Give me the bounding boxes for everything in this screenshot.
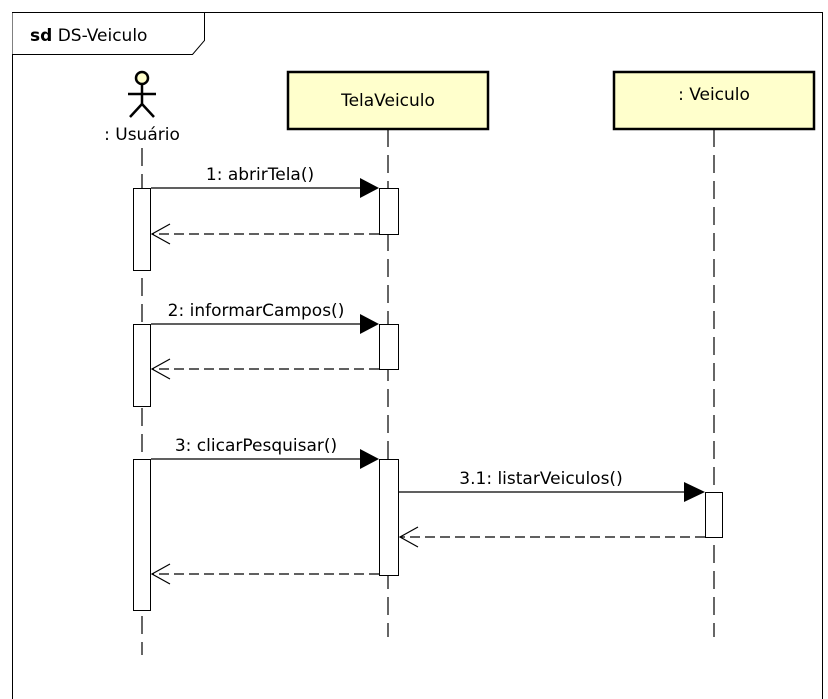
return-arrowhead-3: [150, 563, 171, 585]
message-label-3: 3: clicarPesquisar(): [175, 436, 337, 456]
activation-usuario-3: [133, 459, 151, 611]
object-label-telaveiculo: TelaVeiculo: [340, 91, 435, 111]
object-box-telaveiculo: [286, 70, 490, 131]
activation-telaveiculo-1: [379, 188, 399, 235]
activation-telaveiculo-3: [379, 459, 399, 576]
frame-name: DS-Veiculo: [52, 26, 147, 46]
object-label-veiculo: : Veiculo: [678, 85, 750, 105]
frame-title: sd DS-Veiculo: [30, 26, 147, 46]
return-arrowhead-3-1: [398, 526, 419, 548]
frame-tab: [12, 12, 205, 55]
return-arrowhead-1: [150, 223, 171, 245]
message-arrowhead-3-1: [684, 482, 705, 502]
actor-icon: [128, 70, 156, 118]
message-arrowhead-1: [360, 178, 379, 198]
actor-label: : Usuário: [104, 125, 180, 145]
return-arrowhead-2: [150, 358, 171, 380]
message-label-2: 2: informarCampos(): [168, 301, 345, 321]
frame-keyword: sd: [30, 26, 52, 46]
message-arrowhead-3: [360, 449, 379, 469]
activation-usuario-1: [133, 188, 151, 271]
message-label-3-1: 3.1: listarVeiculos(): [459, 469, 622, 489]
activation-veiculo-1: [705, 492, 723, 538]
diagram-frame: [12, 12, 823, 699]
object-box-veiculo: [612, 70, 816, 131]
message-label-1: 1: abrirTela(): [206, 165, 314, 185]
message-arrowhead-2: [360, 314, 379, 334]
activation-usuario-2: [133, 324, 151, 407]
activation-telaveiculo-2: [379, 324, 399, 370]
